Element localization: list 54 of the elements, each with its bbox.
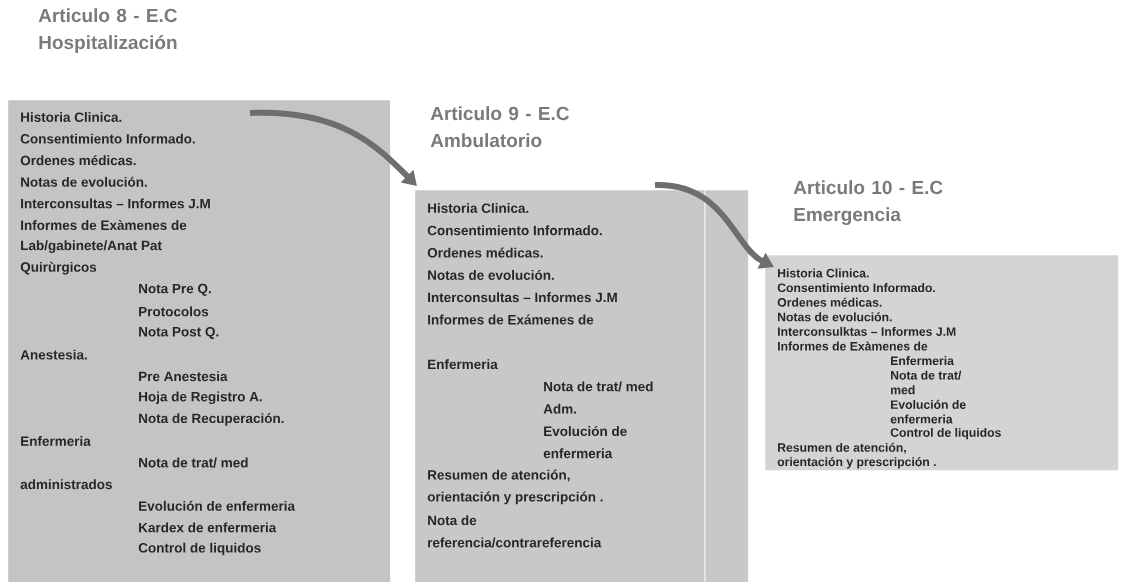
list-item: Pre Anestesia (139, 371, 228, 382)
list-item: med (891, 385, 915, 395)
list-item: Notas de evolución. (21, 176, 147, 187)
list-item: Quirùrgicos (20, 261, 97, 275)
list-item: Informes de Exàmenes de (21, 220, 187, 230)
list-item: Historia Clinica. (21, 112, 122, 122)
curved-arrow (250, 109, 417, 186)
list-item: Resumen de atención, (428, 469, 570, 482)
list-item: Control de liquidos (138, 542, 261, 556)
list-item: Interconsulktas – Informes J.M (778, 326, 956, 336)
list-item: Informes de Exàmenes de (778, 341, 928, 351)
list-item: Interconsultas – Informes J.M (21, 198, 210, 209)
list-item: Lab/gabinete/Anat Pat (21, 240, 162, 253)
list-item: Hoja de Registro A. (139, 391, 262, 405)
list-item: Nota Pre Q. (139, 283, 211, 296)
heading: Articulo 10 - E.C Emergencia (793, 180, 943, 225)
list-item: Historia Clinica. (428, 203, 529, 213)
list-item: Notas de evolución. (778, 312, 892, 322)
list-item: orientación y prescripción . (777, 457, 936, 469)
list-item: Interconsultas – Informes J.M (428, 292, 617, 303)
list-item: Consentimiento Informado. (20, 133, 195, 144)
list-item: orientación y prescripción . (427, 491, 603, 505)
list-item: Nota de Recuperación. (139, 413, 284, 426)
list-item: Enfermeria (428, 359, 498, 370)
list-item: Nota de (428, 515, 477, 526)
list-item: enfermeria (543, 448, 613, 459)
list-item: Ordenes médicas. (20, 155, 136, 166)
list-item: Evolución de enfermeria (139, 500, 296, 511)
list-item: Historia Clinica. (778, 268, 869, 278)
list-item: Nota de trat/ med (139, 457, 248, 468)
list-item: Kardex de enfermeria (139, 522, 277, 533)
list-item: Nota de trat/ (891, 370, 962, 380)
heading: Articulo 8 - E.C Hospitalización (38, 8, 177, 53)
list-item: Enfermeria (21, 436, 91, 446)
list-item: Enfermeria (891, 356, 955, 366)
list-item: Nota Post Q. (139, 326, 219, 340)
list-item: referencia/contrareferencia (428, 537, 602, 548)
list-item: Protocolos (139, 306, 209, 317)
list-item: Consentimiento Informado. (427, 225, 602, 236)
list-item: Ordenes médicas. (777, 297, 882, 307)
list-item: Nota de trat/ med (544, 381, 653, 392)
list-item: Ordenes médicas. (427, 247, 543, 258)
list-item: enfermeria (890, 414, 953, 424)
list-item: Notas de evolución. (428, 269, 554, 280)
list-item: Resumen de atención, (778, 442, 906, 454)
heading: Articulo 9 - E.C Ambulatorio (430, 106, 569, 148)
list-item: administrados (20, 479, 112, 490)
list-item: Consentimiento Informado. (777, 283, 935, 293)
list-item: Evolución de (891, 399, 966, 409)
list-item: Adm. (543, 403, 577, 414)
list-item: Control de liquidos (890, 427, 1001, 440)
list-item: Evolución de (544, 426, 627, 436)
list-item: Anestesia. (20, 349, 87, 360)
list-item: Informes de Exámenes de (428, 314, 594, 325)
